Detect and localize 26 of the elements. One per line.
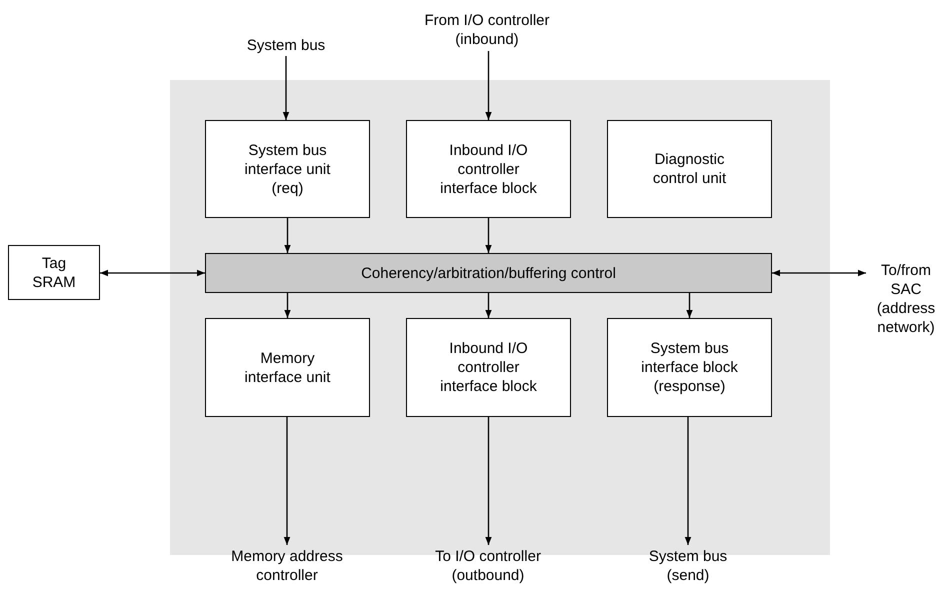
arrow — [284, 417, 290, 545]
block-box: System bus interface unit (req) — [205, 120, 370, 218]
block-box: Diagnostic control unit — [607, 120, 772, 218]
block-box: Inbound I/O controller interface block — [406, 318, 571, 417]
signal-label: System bus (send) — [638, 545, 738, 587]
arrow — [686, 293, 693, 318]
arrow — [485, 218, 492, 253]
signal-label: System bus — [226, 34, 346, 56]
block-box: Memory interface unit — [205, 318, 370, 417]
arrow — [684, 417, 692, 545]
control-bar: Coherency/arbitration/buffering control — [205, 253, 772, 293]
arrow — [100, 270, 205, 276]
block-box: Inbound I/O controller interface block — [406, 120, 571, 218]
arrow — [772, 270, 866, 276]
arrow — [284, 218, 291, 253]
arrow — [282, 56, 290, 120]
signal-label: To/from SAC (address network) — [866, 253, 946, 345]
arrow — [485, 417, 492, 545]
block-box: System bus interface block (response) — [607, 318, 772, 417]
signal-label: Memory address controller — [206, 545, 368, 587]
arrow — [485, 51, 492, 120]
signal-label: From I/O controller (inbound) — [397, 9, 577, 51]
block-box: Tag SRAM — [8, 245, 100, 300]
arrow — [284, 293, 291, 318]
arrow — [485, 293, 492, 318]
signal-label: To I/O controller (outbound) — [397, 545, 579, 587]
